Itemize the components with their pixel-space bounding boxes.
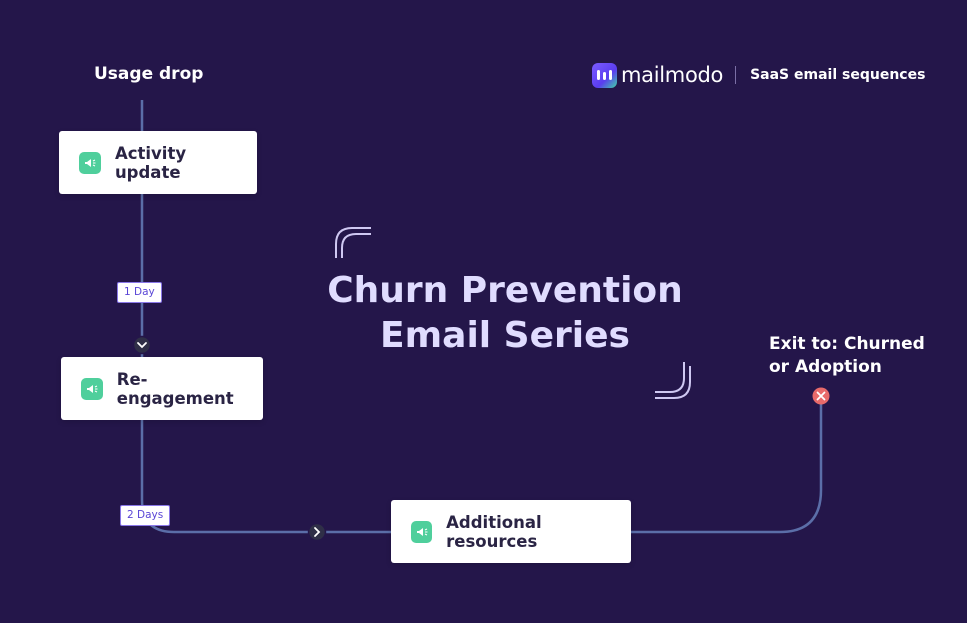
decor-bracket-top bbox=[335, 227, 371, 258]
brand-header: mailmodo SaaS email sequences bbox=[592, 60, 925, 90]
megaphone-icon bbox=[79, 151, 101, 174]
chevron-right-icon bbox=[307, 522, 327, 542]
brand-name: mailmodo bbox=[621, 63, 724, 87]
exit-line-1: Exit to: Churned bbox=[769, 334, 925, 354]
decor-bracket-bottom bbox=[655, 362, 691, 399]
title-line-1: Churn Prevention bbox=[327, 270, 683, 311]
megaphone-icon bbox=[411, 520, 433, 543]
exit-line-2: or Adoption bbox=[769, 357, 882, 377]
exit-label: Exit to: Churned or Adoption bbox=[769, 333, 939, 379]
step-label: Additional resources bbox=[446, 512, 542, 551]
title-line-2: Email Series bbox=[380, 315, 630, 356]
brand-divider bbox=[735, 66, 737, 84]
mailmodo-logo-icon bbox=[592, 62, 617, 88]
close-icon bbox=[812, 387, 830, 405]
step-card-re-engagement[interactable]: Re-engagement bbox=[61, 357, 263, 420]
diagram-title: Churn Prevention Email Series bbox=[300, 268, 710, 358]
step-label: Activity update bbox=[114, 143, 187, 182]
megaphone-icon bbox=[81, 377, 103, 400]
step-label: Re-engagement bbox=[116, 369, 234, 408]
step-card-additional-resources[interactable]: Additional resources bbox=[391, 500, 631, 563]
step-card-activity-update[interactable]: Activity update bbox=[59, 131, 257, 194]
delay-tag: 1 Day bbox=[117, 282, 162, 303]
chevron-down-icon bbox=[132, 335, 152, 355]
delay-tag: 2 Days bbox=[120, 505, 171, 526]
trigger-label: Usage drop bbox=[94, 64, 204, 84]
brand-tagline: SaaS email sequences bbox=[750, 67, 926, 83]
